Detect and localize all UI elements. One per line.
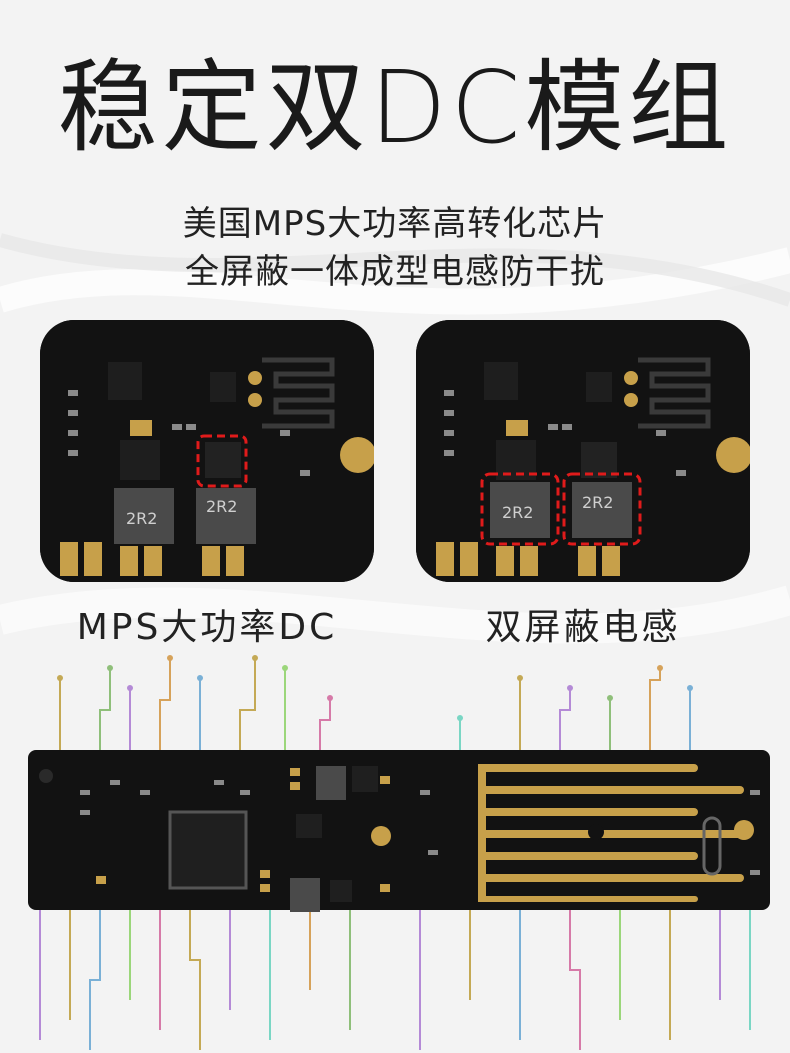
pcb-closeup-left: 2R2 2R2 xyxy=(40,320,374,582)
full-pcb-board xyxy=(28,655,770,1050)
headline: 稳定双DC模组 xyxy=(57,49,733,166)
pcb-closeup-right: 2R2 2R2 xyxy=(416,320,750,582)
svg-text:2R2: 2R2 xyxy=(582,493,613,512)
subtitle-line-2: 全屏蔽一体成型电感防干扰 xyxy=(185,252,605,292)
pcb-photo-dc-chip: 2R2 2R2 xyxy=(40,320,374,582)
highlight-inductor-1 xyxy=(480,472,560,546)
subtitle-line-1: 美国MPS大功率高转化芯片 xyxy=(182,204,608,244)
pcb-photo-inductors: 2R2 2R2 xyxy=(416,320,750,582)
caption-shielded-inductor: 双屏蔽电感 xyxy=(485,607,681,648)
svg-text:2R2: 2R2 xyxy=(502,503,533,522)
highlight-inductor-2 xyxy=(562,472,642,546)
svg-text:2R2: 2R2 xyxy=(126,509,157,528)
caption-dc-chip: MPS大功率DC xyxy=(76,607,338,648)
highlight-chip-box xyxy=(196,434,248,488)
board-illustration xyxy=(0,640,790,1053)
controller-chip xyxy=(168,810,248,890)
svg-text:2R2: 2R2 xyxy=(206,497,237,516)
